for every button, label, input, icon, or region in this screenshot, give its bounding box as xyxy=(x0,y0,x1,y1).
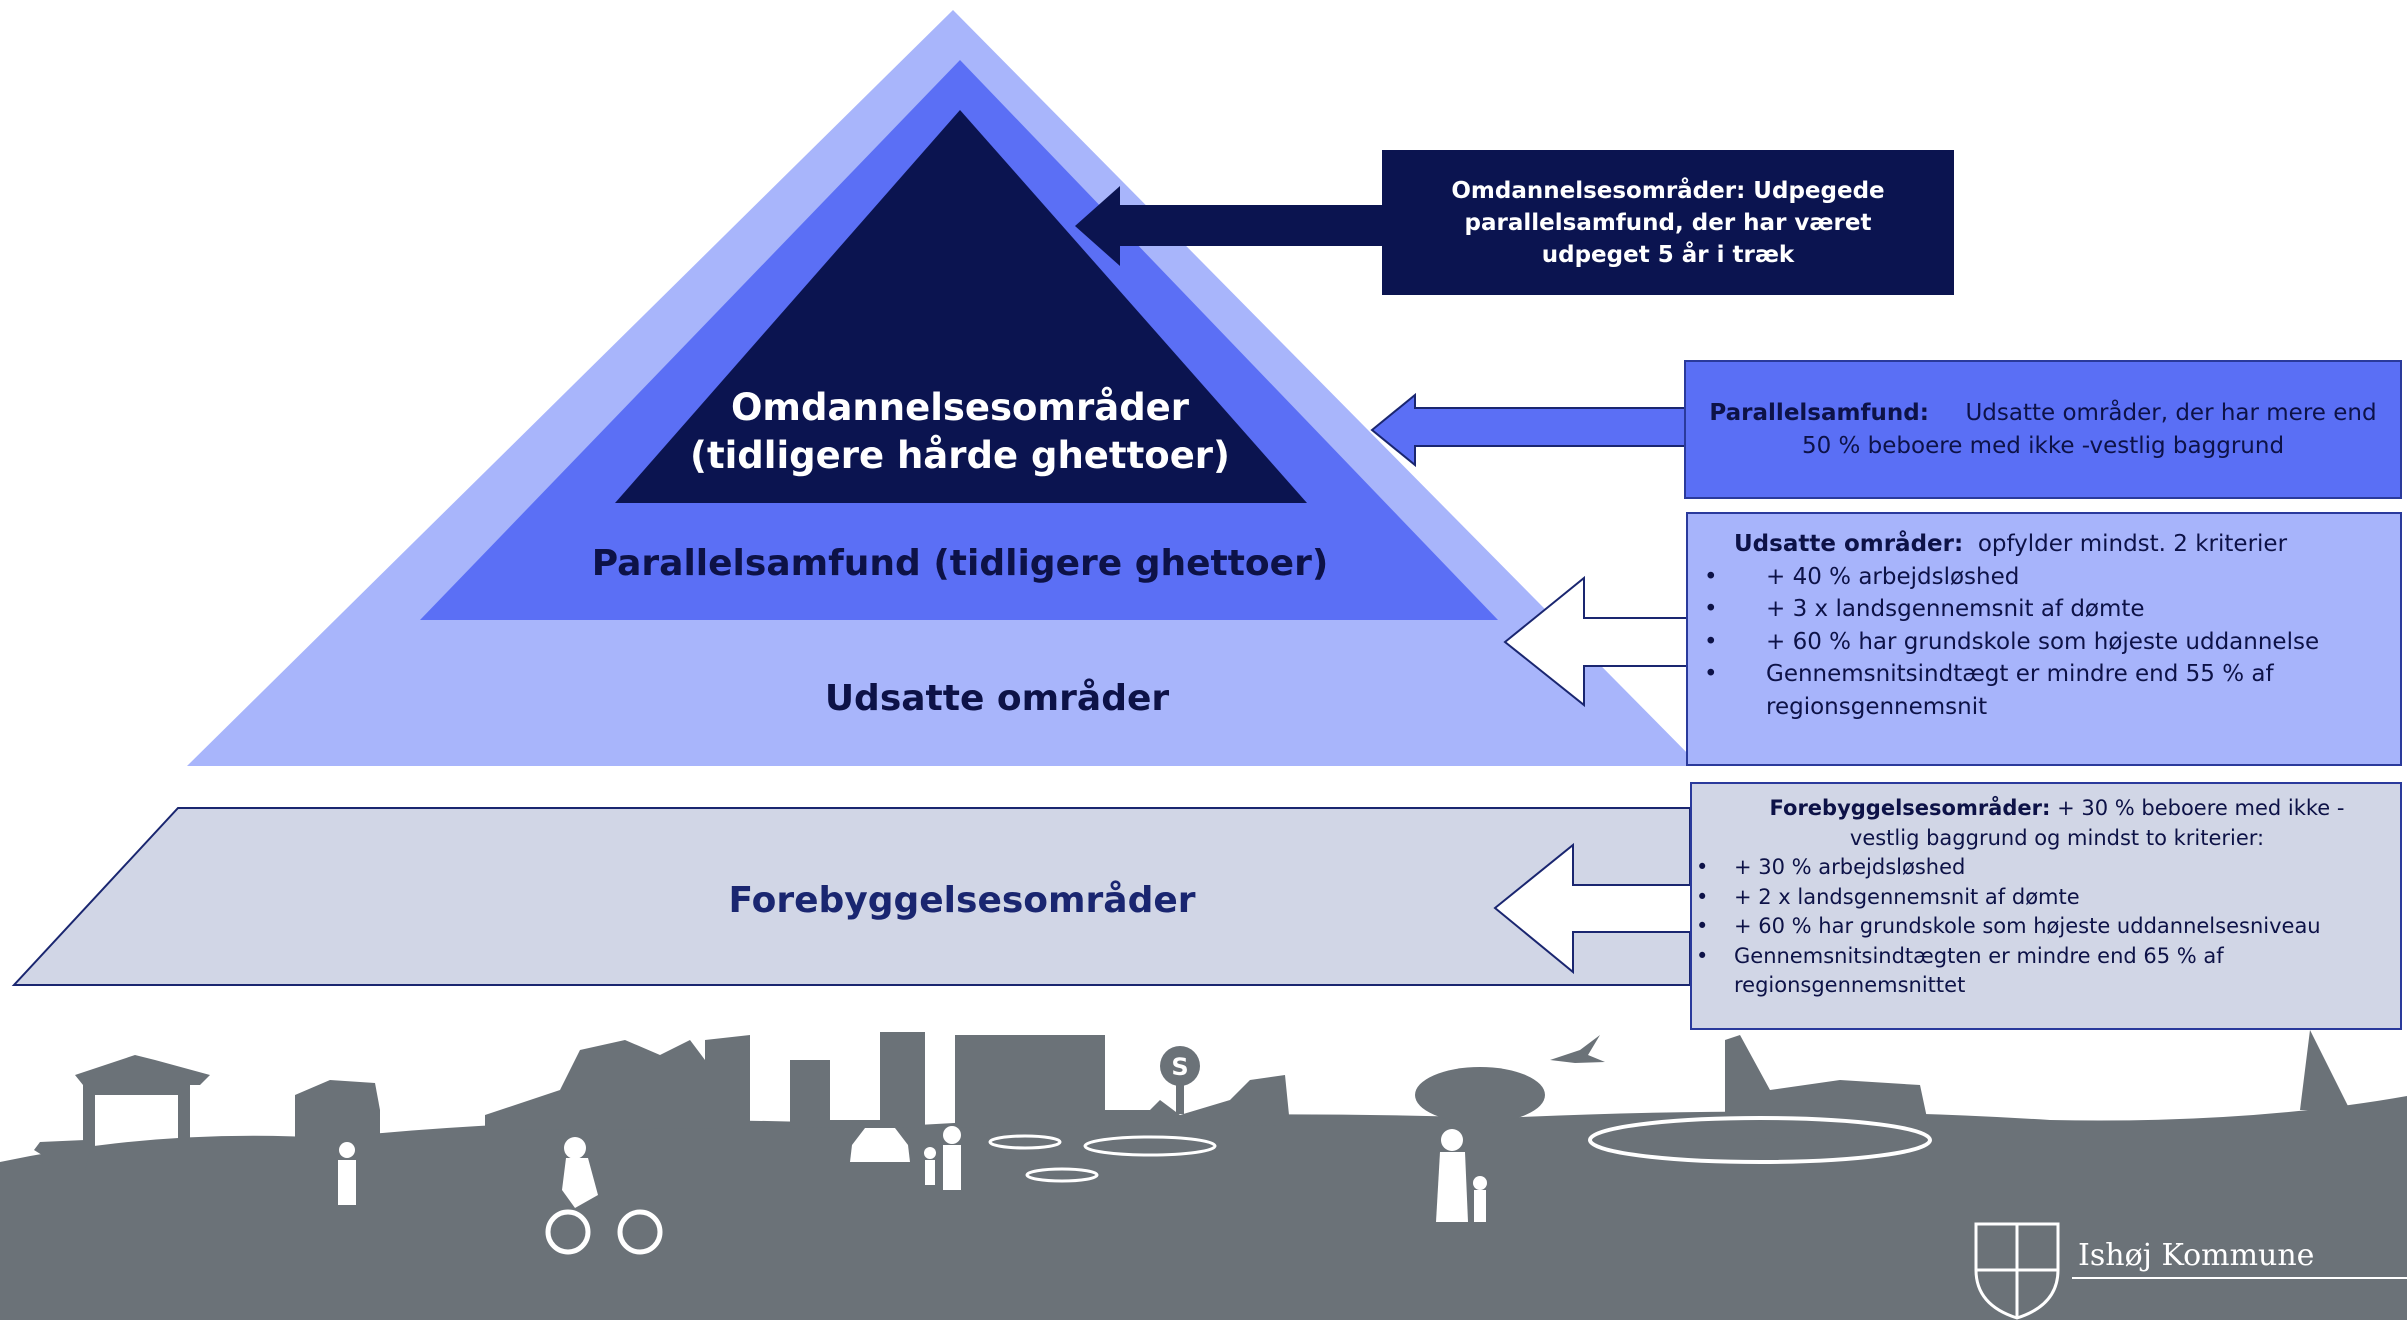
cyclist-body xyxy=(562,1158,598,1208)
arch-structure xyxy=(75,1055,210,1160)
family-body-a xyxy=(943,1145,961,1190)
sailboat-silhouette xyxy=(2296,1030,2358,1128)
list-item: + 60 % har grundskole som højeste uddann… xyxy=(1696,912,2380,942)
box-parallelsamfund-text: Udsatte områder, der har mere end 50 % b… xyxy=(1801,399,2377,459)
box-forebyggelse: Forebyggelsesområder: + 30 % beboere med… xyxy=(1690,782,2402,1030)
list-item: + 30 % arbejdsløshed xyxy=(1696,853,2380,883)
tree-cluster xyxy=(1415,1067,1545,1123)
arrow-parallelsamfund xyxy=(1370,392,1687,468)
municipality-name: Ishøj Kommune xyxy=(2078,1238,2315,1273)
town-buildings xyxy=(485,1032,1290,1130)
udsatte-criteria-list: + 40 % arbejdsløshed + 3 x landsgennemsn… xyxy=(1704,561,2380,724)
list-item: + 3 x landsgennemsnit af dømte xyxy=(1704,593,2380,626)
crest-logo xyxy=(1974,1222,2060,1320)
box-udsatte-lead: Udsatte områder: xyxy=(1734,531,1964,557)
box-forebyggelse-lead: Forebyggelsesområder: xyxy=(1769,796,2051,820)
house-silhouette xyxy=(295,1080,380,1140)
walker-head xyxy=(339,1142,355,1158)
list-item: + 40 % arbejdsløshed xyxy=(1704,561,2380,594)
car-silhouette xyxy=(850,1128,910,1162)
box-parallelsamfund-lead: Parallelsamfund: xyxy=(1709,399,1929,426)
forebyggelse-criteria-list: + 30 % arbejdsløshed + 2 x landsgennemsn… xyxy=(1696,853,2380,1001)
child-right-head xyxy=(1473,1176,1487,1190)
tier-top-label-line1: Omdannelsesområder xyxy=(731,386,1190,429)
family-body-b xyxy=(925,1160,935,1185)
family-head-a xyxy=(943,1126,961,1144)
child-right-body xyxy=(1474,1190,1486,1222)
roundabout-ring xyxy=(1588,1116,1932,1164)
family-right-head xyxy=(1441,1129,1463,1151)
cyclist-head xyxy=(564,1137,586,1159)
bird-silhouette xyxy=(1550,1035,1605,1063)
box-omdannelse: Omdannelsesområder: Udpegede parallelsam… xyxy=(1382,150,1954,295)
ground-hill xyxy=(0,1096,2407,1320)
sign-letter: S xyxy=(1171,1053,1188,1081)
fountain-ring-b xyxy=(1083,1135,1217,1157)
sign-pole xyxy=(1176,1084,1184,1114)
church-silhouette xyxy=(1725,1035,1930,1140)
sign-circle xyxy=(1160,1046,1200,1086)
list-item: + 2 x landsgennemsnit af dømte xyxy=(1696,883,2380,913)
walker-body xyxy=(338,1160,356,1205)
bike-wheel-left xyxy=(545,1209,591,1255)
arrow-omdannelse xyxy=(1075,186,1384,266)
list-item: + 60 % har grundskole som højeste uddann… xyxy=(1704,626,2380,659)
cow-silhouette xyxy=(34,1140,90,1170)
tier-top-label-line2: (tidligere hårde ghettoer) xyxy=(690,434,1230,477)
pyramid-inner-tier xyxy=(615,110,1307,503)
family-head-b xyxy=(924,1147,936,1159)
fountain-ring-a xyxy=(988,1134,1062,1150)
box-parallelsamfund: Parallelsamfund: Udsatte områder, der ha… xyxy=(1684,360,2402,499)
skyline-illustration xyxy=(0,1030,2407,1320)
box-udsatte-intro: opfylder mindst. 2 kriterier xyxy=(1977,531,2288,557)
list-item: Gennemsnitsindtægt er mindre end 55 % af… xyxy=(1704,658,2380,723)
tier-low-label: Udsatte områder xyxy=(825,678,1170,719)
box-udsatte: Udsatte områder: opfylder mindst. 2 krit… xyxy=(1686,512,2402,766)
family-right-body xyxy=(1436,1152,1468,1222)
tier-mid-label: Parallelsamfund (tidligere ghettoer) xyxy=(592,543,1329,584)
box-forebyggelse-intro: + 30 % beboere med ikke - vestlig baggru… xyxy=(1849,796,2345,850)
list-item: Gennemsnitsindtægten er mindre end 65 % … xyxy=(1696,942,2380,1001)
box-omdannelse-text: Omdannelsesområder: Udpegede parallelsam… xyxy=(1451,177,1885,268)
fountain-ring-c xyxy=(1025,1167,1099,1183)
bike-wheel-right xyxy=(617,1209,663,1255)
base-label: Forebyggelsesområder xyxy=(728,880,1195,921)
